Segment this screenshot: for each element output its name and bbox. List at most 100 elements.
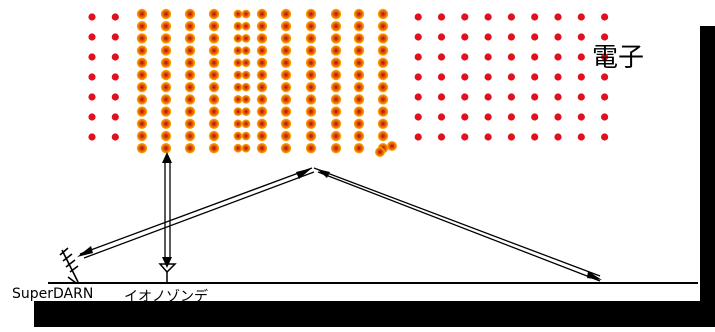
plasma-dot <box>305 118 317 129</box>
frame-shadow-bottom <box>34 301 715 327</box>
plasma-dot <box>184 106 196 117</box>
plasma-dot <box>256 130 268 142</box>
plasma-dot <box>208 33 220 44</box>
plasma-dot <box>136 45 148 56</box>
plasma-dot <box>330 69 342 81</box>
plasma-dot <box>241 34 251 43</box>
electron-dot <box>437 93 446 101</box>
plasma-dot <box>233 82 243 92</box>
plasma-dot <box>136 94 148 105</box>
electron-dot <box>111 13 119 21</box>
electron-dot <box>531 53 539 61</box>
arrow-tip-reflection <box>296 168 312 179</box>
electron-dot <box>414 73 422 81</box>
plasma-dot <box>241 70 251 80</box>
electron-dot <box>577 53 585 61</box>
electron-dot <box>507 133 515 141</box>
plasma-dot <box>353 21 365 32</box>
plasma-dot <box>208 94 220 105</box>
plasma-dot <box>305 82 317 93</box>
plasma-dot <box>256 82 268 93</box>
plasma-dot <box>330 94 342 105</box>
electron-dot <box>437 33 446 41</box>
plasma-dot <box>375 147 385 157</box>
plasma-dot <box>160 8 172 20</box>
plasma-dot <box>241 9 251 19</box>
plasma-dot <box>241 119 251 129</box>
plasma-dot <box>305 21 317 32</box>
plasma-dot <box>233 34 243 43</box>
plasma-dot <box>160 106 172 117</box>
electron-dot <box>461 113 469 121</box>
plasma-dot <box>330 57 342 68</box>
plasma-dot <box>377 33 389 44</box>
plasma-dot <box>305 45 317 56</box>
electron-dot <box>414 133 422 141</box>
plasma-dot <box>256 21 268 32</box>
plasma-dot <box>241 58 251 68</box>
plasma-dot <box>184 118 196 129</box>
electron-dot <box>484 133 492 141</box>
arrow-tip-superdarn <box>77 246 93 257</box>
electron-dot <box>484 13 492 21</box>
plasma-dot <box>136 106 148 117</box>
electron-dot <box>554 13 562 21</box>
plasma-dot <box>136 8 148 20</box>
electron-dot <box>484 113 492 121</box>
plasma-dot <box>241 107 251 116</box>
electron-dot <box>484 93 492 101</box>
plasma-dot <box>233 107 243 116</box>
plasma-dot <box>280 8 292 20</box>
plasma-dot <box>136 82 148 93</box>
plasma-dot <box>208 45 220 56</box>
electron-dot <box>601 13 609 21</box>
electron-dot <box>531 73 539 81</box>
plasma-dot <box>305 69 317 81</box>
electron-dot <box>577 113 585 121</box>
plasma-dot <box>330 106 342 117</box>
plasma-dot <box>256 8 268 20</box>
electron-dot <box>531 33 539 41</box>
electron-dot <box>554 93 562 101</box>
electron-dot <box>554 133 562 141</box>
plasma-dot <box>377 94 389 105</box>
plasma-dot <box>353 82 365 93</box>
plasma-dot <box>377 57 389 68</box>
plasma-dot <box>241 46 251 55</box>
plasma-dot <box>184 130 196 142</box>
plasma-dot <box>280 82 292 93</box>
plasma-dot <box>160 69 172 81</box>
electron-dot <box>414 13 422 21</box>
plasma-dot <box>330 130 342 142</box>
electron-dot <box>437 113 446 121</box>
plasma-dot <box>160 143 172 154</box>
electron-dot <box>88 33 96 41</box>
plasma-dot <box>330 118 342 129</box>
plasma-dot <box>184 69 196 81</box>
electron-dot <box>531 13 539 21</box>
electron-dot <box>414 53 422 61</box>
electron-dot <box>531 93 539 101</box>
superdarn-antenna-icon <box>59 247 79 284</box>
electron-dot <box>484 53 492 61</box>
plasma-dot <box>208 106 220 117</box>
electron-dot <box>461 13 469 21</box>
electron-dot <box>577 133 585 141</box>
plasma-dot <box>353 57 365 68</box>
plasma-dot <box>233 131 243 141</box>
electron-dot <box>507 73 515 81</box>
electron-dots-dense <box>136 8 397 157</box>
plasma-dot <box>208 130 220 142</box>
plasma-dot <box>280 106 292 117</box>
electron-dot <box>601 33 609 41</box>
plasma-dot <box>387 141 397 151</box>
electron-dot <box>507 93 515 101</box>
electron-dot <box>531 133 539 141</box>
electron-dot <box>111 93 119 101</box>
plasma-dot <box>136 69 148 81</box>
plasma-dot <box>241 82 251 92</box>
plasma-dot <box>184 57 196 68</box>
electron-dot <box>601 73 609 81</box>
plasma-dot <box>330 45 342 56</box>
